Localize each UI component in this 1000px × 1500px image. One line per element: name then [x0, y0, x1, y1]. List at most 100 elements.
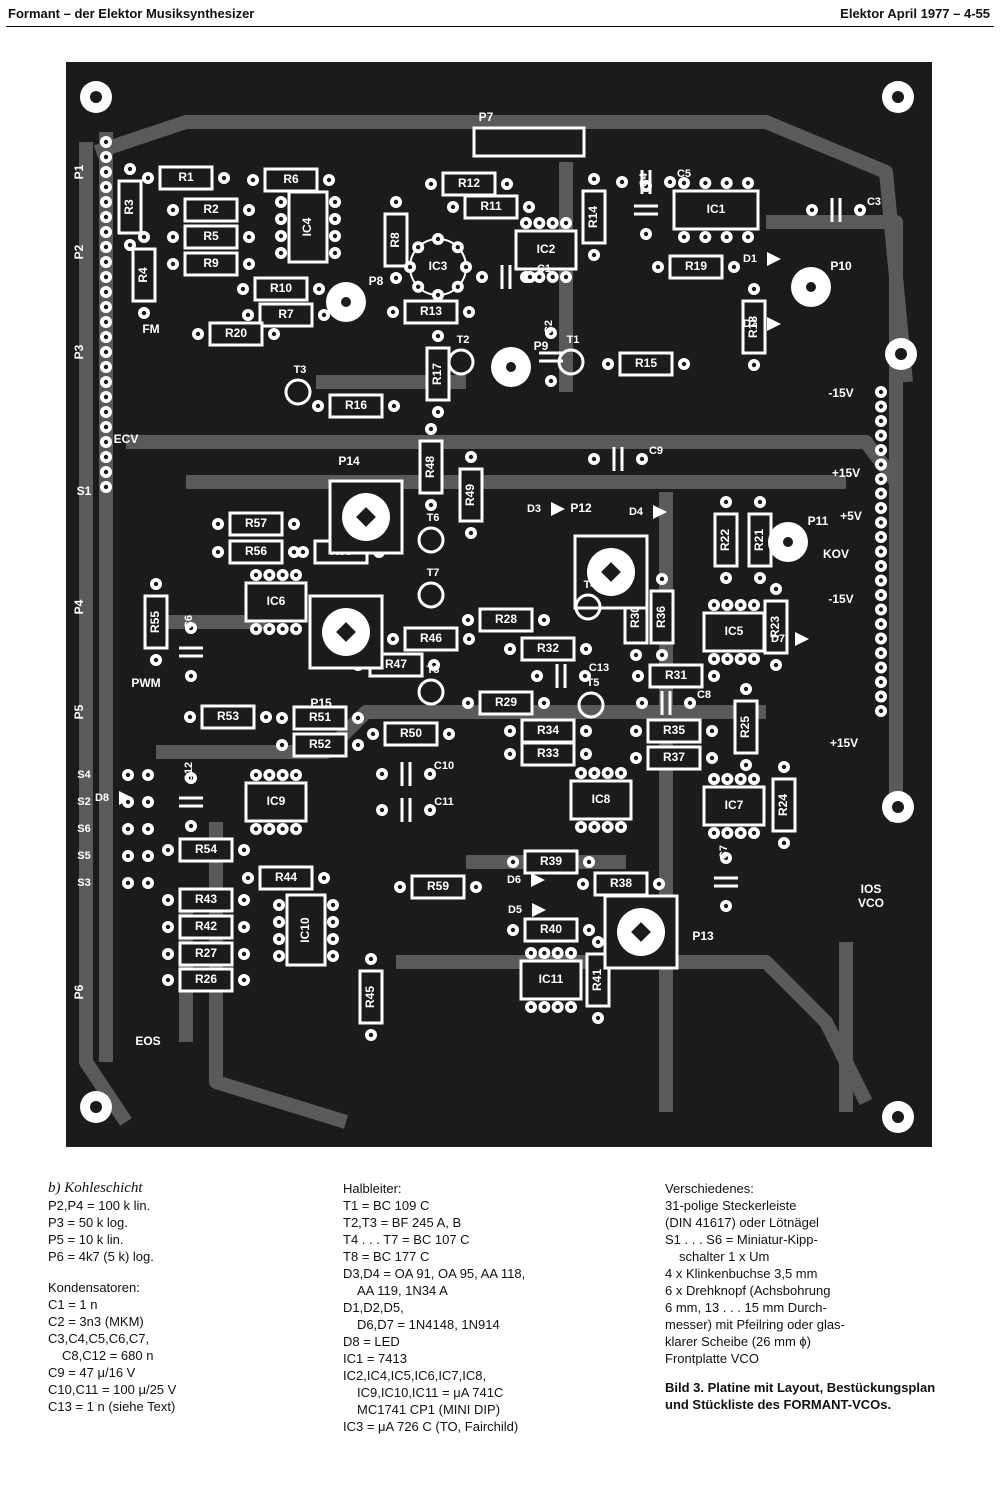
transistor [417, 581, 445, 609]
capacitor [612, 447, 624, 471]
pcb-pad-hole [332, 250, 338, 256]
ic-package [244, 781, 308, 823]
pcb-pad-hole [580, 881, 586, 887]
pcb-trace [396, 955, 873, 1106]
pcb-label: KOV [823, 547, 849, 561]
pcb-pad-hole [428, 181, 434, 187]
header-rule [6, 26, 994, 27]
pcb-pad-hole [241, 951, 247, 957]
pcb-label: P7 [479, 110, 494, 124]
pcb-pad-hole [241, 977, 247, 983]
resistor [713, 512, 739, 568]
pcb-pad-hole [745, 234, 751, 240]
pcb-pad-hole [188, 673, 194, 679]
pcb-pad-hole [427, 771, 433, 777]
pcb-pad-hole [639, 456, 645, 462]
pcb-label: IC5 [725, 624, 744, 638]
pcb-label: C10 [434, 760, 454, 772]
pcb-pad-hole [291, 549, 297, 555]
pcb-pad-hole [738, 776, 743, 782]
pcb-pad-hole [435, 292, 441, 298]
figure-caption-line-1: Bild 3. Platine mit Layout, Bestückungsp… [665, 1380, 936, 1395]
pcb-pad-hole [878, 433, 884, 438]
pcb-label: T5 [587, 677, 600, 689]
pcb-pad-hole [507, 751, 513, 757]
pcb-pad-hole [757, 499, 763, 505]
parts-line: klarer Scheibe (26 mm ϕ) [665, 1334, 811, 1349]
pcb-pad-hole [355, 742, 361, 748]
pcb-pad-hole [253, 626, 259, 632]
pcb-pad-hole [267, 826, 272, 832]
resistor [178, 837, 234, 863]
pcb-label: S4 [77, 769, 91, 781]
pcb-pad-hole [431, 662, 437, 668]
parts-line: IC9,IC10,IC11 = μA 741C [357, 1385, 504, 1400]
pcb-pad-hole [878, 621, 884, 627]
pcb-pad-hole [466, 309, 472, 315]
pcb-label: R49 [463, 484, 477, 506]
pcb-label: R10 [270, 281, 292, 295]
pcb-pad-hole [738, 656, 743, 662]
pcb-pad-hole [141, 310, 147, 316]
pcb-pad-hole [743, 762, 749, 768]
resistor [649, 589, 675, 645]
pcb-pad-hole [103, 274, 109, 280]
resistor [131, 247, 157, 303]
pcb-pad-hole [127, 242, 133, 248]
pcb-pad-hole [586, 859, 592, 865]
resistor [178, 887, 234, 913]
pcb-label: R20 [225, 326, 247, 340]
pcb-label: P12 [570, 501, 592, 515]
parts-line: D6,D7 = 1N4148, 1N914 [357, 1317, 500, 1332]
pcb-label: R19 [685, 259, 707, 273]
pcb-pad-hole [253, 826, 259, 832]
pcb-pad-hole [280, 826, 285, 832]
pcb-pad-hole [595, 939, 601, 945]
pcb-label: R59 [427, 879, 449, 893]
pcb-label: R45 [363, 986, 377, 1008]
pcb-pad-hole [857, 207, 863, 213]
pcb-label: R30 [628, 606, 642, 628]
pcb-pad-hole [407, 264, 413, 270]
pcb-pad-hole [550, 274, 555, 280]
pcb-trace [79, 142, 132, 1126]
pcb-pad-hole [165, 897, 171, 903]
pcb-pad-hole [103, 259, 109, 265]
parts-line: messer) mit Pfeilring oder glas- [665, 1317, 845, 1332]
pcb-pad-hole [725, 656, 730, 662]
pcb-label: R32 [537, 641, 559, 655]
pcb-pad-hole [555, 1004, 560, 1010]
pcb-pad-hole [643, 183, 649, 189]
resistor [741, 299, 767, 355]
pcb-pad-hole [170, 207, 176, 213]
resistor [183, 224, 239, 250]
pcb-pad-hole [633, 728, 639, 734]
pcb-label: R15 [635, 356, 657, 370]
pcb-label: P15 [310, 696, 332, 710]
pcb-label: R14 [586, 206, 600, 228]
diode [551, 502, 565, 516]
pcb-label: IC7 [725, 798, 744, 812]
pcb-pad-hole [103, 289, 109, 295]
pcb-pad-hole [276, 953, 282, 959]
resistor [425, 346, 451, 402]
pcb-pad-hole [397, 884, 403, 890]
pcb-pad-hole [878, 694, 884, 699]
diode [532, 903, 546, 917]
pcb-label: R46 [420, 631, 442, 645]
pcb-pad-hole [878, 491, 884, 496]
pcb-label: PWM [131, 676, 160, 690]
pcb-pad-hole [643, 231, 649, 237]
capacitor [555, 664, 567, 688]
transistor [557, 348, 585, 376]
pcb-pad-hole [125, 880, 131, 886]
pcb-pad-hole [479, 274, 485, 280]
pcb-label: S3 [77, 877, 90, 889]
pcb-pad-hole [659, 652, 665, 658]
pcb-label: IC11 [539, 972, 564, 986]
pcb-label: C8 [697, 689, 711, 701]
transistor [284, 378, 312, 406]
pcb-pad-hole [103, 424, 109, 430]
pcb-label: D8 [95, 792, 109, 804]
pcb-label: D5 [508, 904, 522, 916]
